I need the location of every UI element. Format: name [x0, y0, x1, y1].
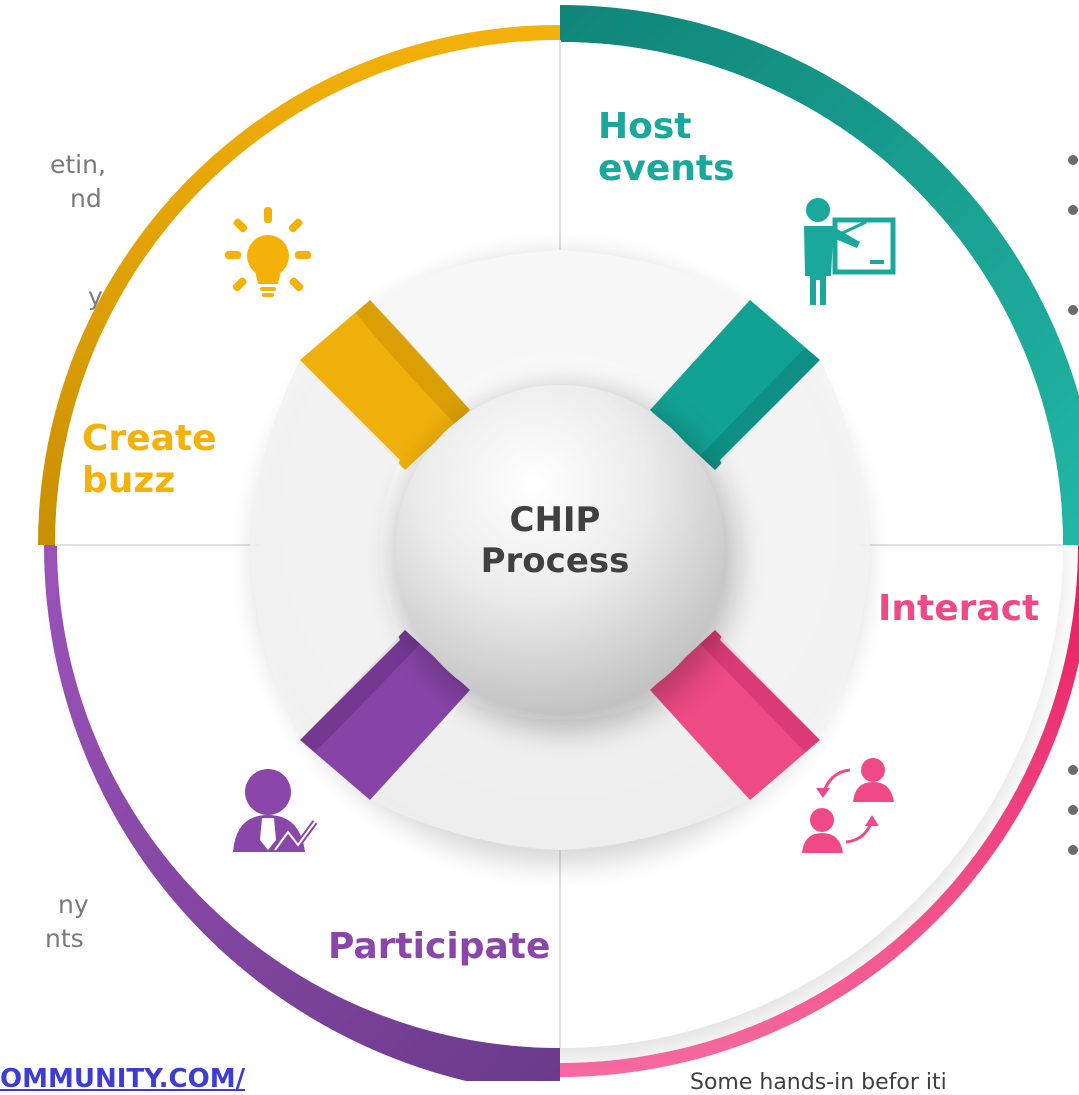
- connector-teal: [650, 300, 820, 470]
- create-buzz-label: Create buzz: [82, 418, 217, 503]
- businessman-chart-icon: [233, 769, 318, 852]
- connector-purple: [300, 630, 470, 800]
- interact-line1: Interact: [878, 588, 1040, 629]
- presenter-icon: [804, 198, 896, 305]
- left-fragment-2: nd: [70, 184, 102, 213]
- interact-label: Interact: [878, 588, 1039, 630]
- bullet: [1068, 155, 1078, 165]
- participate-line1: Participate: [328, 926, 551, 967]
- center-title-line1: CHIP: [509, 500, 601, 540]
- left-fragment-1: etin,: [50, 150, 106, 179]
- create-buzz-line2: buzz: [82, 460, 176, 502]
- bullet: [1068, 205, 1078, 215]
- left-fragment-4: ny: [58, 890, 89, 919]
- host-events-arc: [560, 5, 1079, 545]
- bullet: [1068, 765, 1078, 775]
- community-link[interactable]: OMMUNITY.COM/: [0, 1064, 246, 1094]
- left-fragment-3: y: [88, 282, 103, 311]
- host-events-line1: Host: [598, 106, 692, 147]
- lightbulb-icon: [225, 207, 311, 297]
- center-title-line2: Process: [480, 540, 630, 581]
- bullet: [1068, 305, 1078, 315]
- bullet: [1068, 845, 1078, 855]
- bullet: [1068, 805, 1078, 815]
- create-buzz-line1: Create: [82, 418, 217, 459]
- host-events-label: Host events: [598, 106, 735, 191]
- bottom-fragment: Some hands-in befor iti: [690, 1070, 947, 1095]
- participate-label: Participate: [328, 926, 550, 968]
- center-sphere: [395, 385, 725, 715]
- connector-gold: [300, 300, 470, 470]
- people-exchange-icon: [802, 758, 894, 853]
- center-title: CHIP Process: [410, 500, 700, 582]
- host-events-line2: events: [598, 148, 735, 190]
- left-fragment-5: nts: [45, 924, 84, 953]
